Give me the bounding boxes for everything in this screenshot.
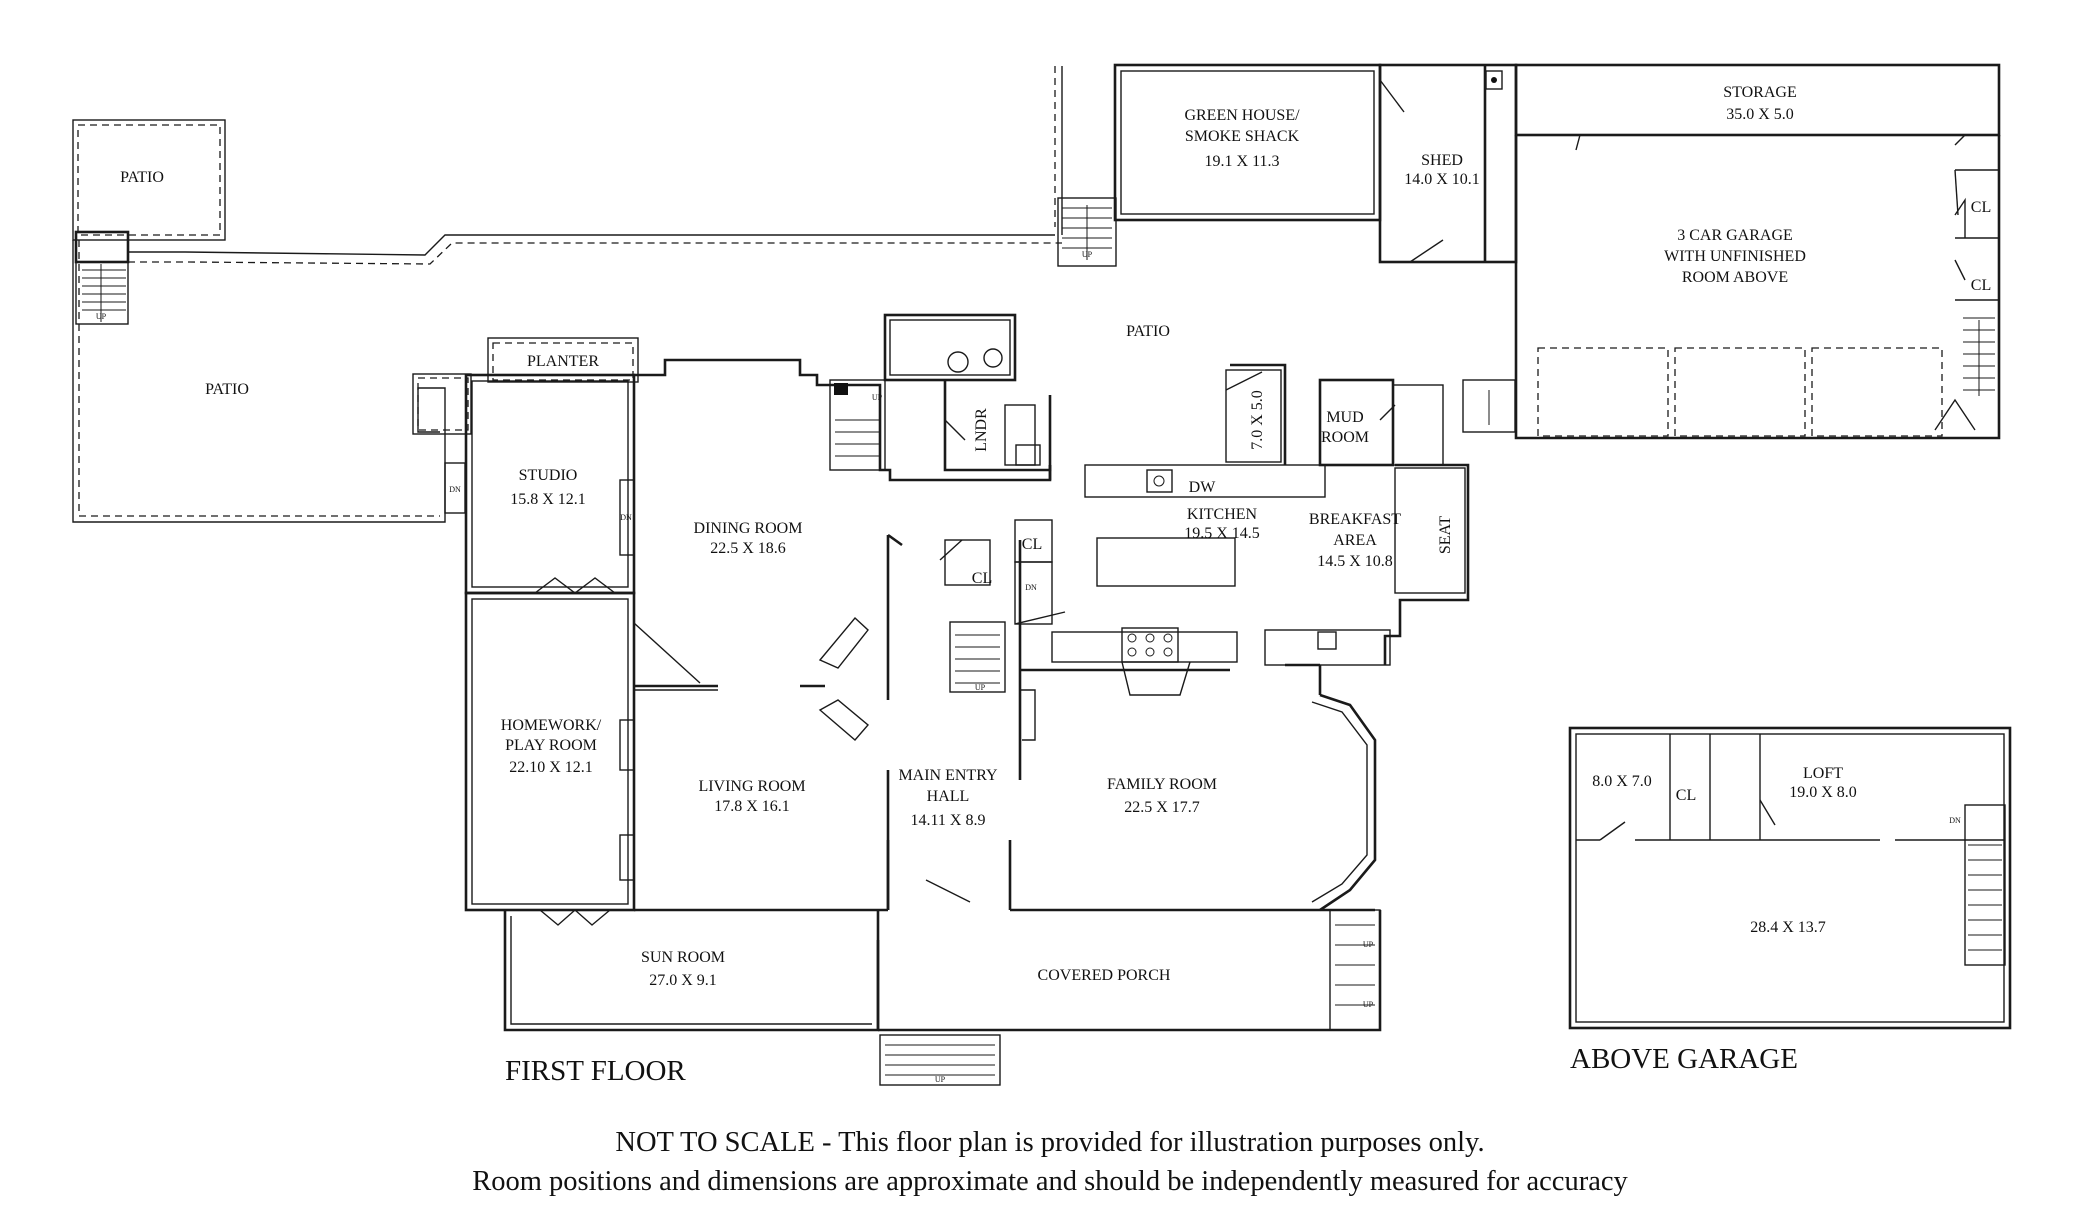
garage-cl-label: CL — [1971, 199, 1991, 216]
garage-cl-label: CL — [1971, 277, 1991, 294]
homework-label-1: HOMEWORK/ — [501, 717, 602, 734]
stairs-up-label: UP — [935, 1075, 946, 1084]
pantry-dims: 7.0 X 5.0 — [1249, 390, 1266, 450]
homework-dims: 22.10 X 12.1 — [509, 759, 593, 776]
patio-mid-label: PATIO — [1126, 323, 1170, 340]
breakfast-dims: 14.5 X 10.8 — [1317, 553, 1393, 570]
dining-dims: 22.5 X 18.6 — [710, 540, 786, 557]
stairs-up-label: UP — [1363, 940, 1374, 949]
studio-label: STUDIO — [519, 467, 578, 484]
disclaimer: NOT TO SCALE - This floor plan is provid… — [472, 1127, 1628, 1197]
garage-label-2: WITH UNFINISHED — [1664, 248, 1806, 265]
mudroom-label-1: MUD — [1326, 409, 1363, 426]
hall-cl-label: CL — [972, 570, 992, 587]
storage-label: STORAGE — [1723, 84, 1797, 101]
stairs-dn-label: DN — [620, 513, 632, 522]
disclaimer-line-2: Room positions and dimensions are approx… — [472, 1166, 1628, 1197]
porch-label: COVERED PORCH — [1038, 967, 1171, 984]
dishwasher-label: DW — [1189, 479, 1217, 496]
kitchen-label: KITCHEN — [1187, 506, 1258, 523]
family-dims: 22.5 X 17.7 — [1124, 799, 1200, 816]
disclaimer-line-1: NOT TO SCALE - This floor plan is provid… — [615, 1127, 1484, 1158]
living-label: LIVING ROOM — [698, 778, 805, 795]
stairs-up-label: UP — [1082, 250, 1093, 259]
above-garage-title: ABOVE GARAGE — [1570, 1043, 1798, 1075]
left-patio-stairs: UP — [74, 230, 130, 325]
outbuildings — [1113, 63, 2001, 440]
kitchen-dims: 19.5 X 14.5 — [1184, 525, 1260, 542]
stairs-dn-label: DN — [449, 485, 461, 494]
above-room-dims: 8.0 X 7.0 — [1592, 773, 1652, 790]
first-floor-title: FIRST FLOOR — [505, 1055, 686, 1087]
breakfast-label-1: BREAKFAST — [1309, 511, 1401, 528]
stairs-dn-label: DN — [1949, 816, 1961, 825]
garage-label-1: 3 CAR GARAGE — [1677, 227, 1793, 244]
shed-dims: 14.0 X 10.1 — [1404, 171, 1480, 188]
mudroom-label-2: ROOM — [1321, 429, 1369, 446]
breakfast-label-2: AREA — [1333, 532, 1377, 549]
living-dims: 17.8 X 16.1 — [714, 798, 790, 815]
dining-label: DINING ROOM — [694, 520, 803, 537]
main-house-walls: UP DN — [444, 313, 1470, 1086]
studio-dims: 15.8 X 12.1 — [510, 491, 586, 508]
greenhouse-dims: 19.1 X 11.3 — [1205, 153, 1280, 170]
greenhouse-stairs: UP — [1057, 197, 1117, 267]
above-cl-label: CL — [1676, 787, 1696, 804]
floor-titles: FIRST FLOOR ABOVE GARAGE — [505, 1043, 1798, 1087]
hall-cl-label: CL — [1022, 536, 1042, 553]
family-label: FAMILY ROOM — [1107, 776, 1217, 793]
patio-top-label: PATIO — [120, 169, 164, 186]
patio-outlines — [72, 66, 1063, 523]
stairs-dn-label: DN — [1025, 583, 1037, 592]
entry-dims: 14.11 X 8.9 — [911, 812, 986, 829]
sunroom-label: SUN ROOM — [641, 949, 725, 966]
garage-label-3: ROOM ABOVE — [1682, 269, 1788, 286]
laundry-label: LNDR — [973, 408, 990, 452]
stairs-up-label: UP — [975, 683, 986, 692]
shed-label: SHED — [1421, 152, 1463, 169]
sunroom-dims: 27.0 X 9.1 — [649, 972, 717, 989]
above-main-dims: 28.4 X 13.7 — [1750, 919, 1826, 936]
entry-label-2: HALL — [927, 788, 970, 805]
patio-left-label: PATIO — [205, 381, 249, 398]
planter-label: PLANTER — [527, 353, 599, 370]
loft-label: LOFT — [1803, 765, 1843, 782]
stairs-up-label: UP — [1363, 1000, 1374, 1009]
entry-label-1: MAIN ENTRY — [898, 767, 998, 784]
loft-dims: 19.0 X 8.0 — [1789, 784, 1857, 801]
seat-label: SEAT — [1437, 516, 1454, 554]
stairs-up-label: UP — [872, 393, 883, 402]
storage-dims: 35.0 X 5.0 — [1726, 106, 1794, 123]
above-garage-plan: DN — [1568, 726, 2012, 1030]
stairs-up-label: UP — [96, 312, 107, 321]
homework-label-2: PLAY ROOM — [505, 737, 597, 754]
greenhouse-label-1: GREEN HOUSE/ — [1184, 107, 1300, 124]
room-labels: PATIO PATIO PLANTER GREEN HOUSE/ SMOKE S… — [120, 84, 1991, 989]
greenhouse-label-2: SMOKE SHACK — [1185, 128, 1300, 145]
